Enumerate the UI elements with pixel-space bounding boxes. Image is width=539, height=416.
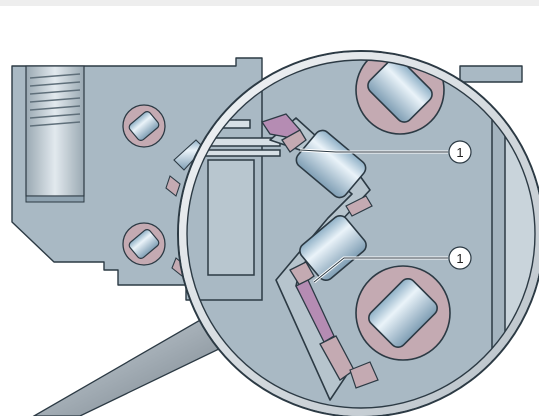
housing-roller-lower	[122, 222, 166, 266]
magnified-roller-lower	[299, 214, 367, 282]
threaded-bolt	[25, 65, 85, 203]
callout-1-lower: 1	[313, 246, 472, 284]
callout-label-lower: 1	[456, 251, 463, 266]
top-band	[0, 0, 539, 6]
callout-label-upper: 1	[456, 145, 463, 160]
seal-lip-upper	[260, 113, 307, 153]
magnifier-lens-ring	[177, 50, 539, 416]
housing-roller-upper	[122, 104, 166, 148]
magnified-housing-roller-lower	[355, 265, 451, 361]
callout-1-upper: 1	[299, 140, 472, 164]
magnified-roller-upper	[295, 129, 367, 199]
